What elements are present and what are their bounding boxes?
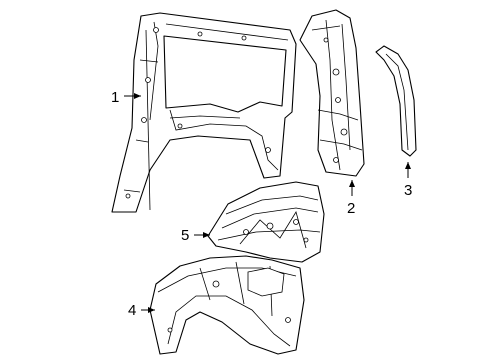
callout-label-2: 2 bbox=[347, 200, 355, 217]
part-4-inner-wheelhouse bbox=[149, 255, 305, 355]
callout-label-3: 3 bbox=[404, 182, 412, 199]
callout-label-1: 1 bbox=[111, 89, 119, 106]
part-5-wheelhouse-extension bbox=[207, 181, 325, 263]
callout-5: 5 bbox=[181, 227, 210, 244]
callout-4: 4 bbox=[128, 302, 155, 319]
callout-3: 3 bbox=[404, 162, 412, 199]
callout-2: 2 bbox=[347, 180, 355, 217]
part-3-pillar-strip bbox=[375, 45, 417, 157]
part-1-inner-quarter-panel bbox=[111, 12, 297, 213]
part-2-pillar-reinforcement bbox=[299, 9, 365, 177]
callout-1: 1 bbox=[111, 89, 141, 106]
callout-label-4: 4 bbox=[128, 302, 136, 319]
callout-label-5: 5 bbox=[181, 227, 189, 244]
